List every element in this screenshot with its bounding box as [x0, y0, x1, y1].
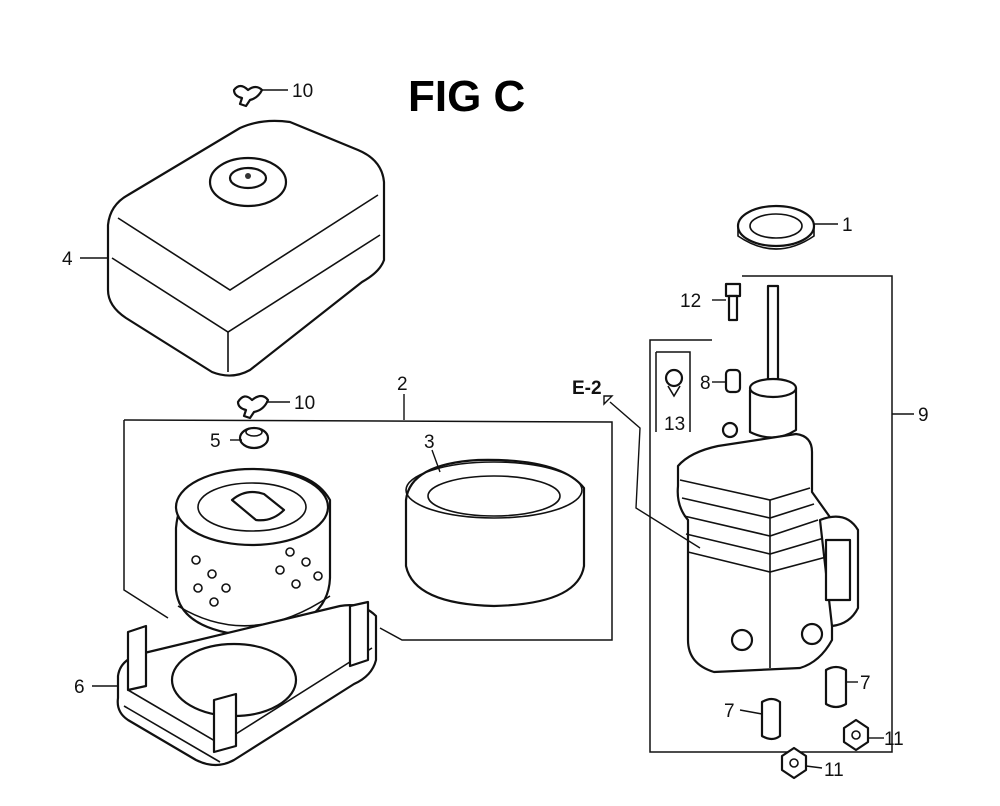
part-7-stud-upper: [824, 665, 848, 709]
air-cleaner-case: [676, 432, 860, 674]
callout-10-lower: 10: [294, 393, 315, 414]
figure-title: FIG C: [408, 72, 525, 121]
part-3-foam-filter: [404, 458, 586, 608]
callout-7-upper: 7: [860, 673, 871, 694]
breather-tube: [721, 284, 798, 439]
leader-lines: [80, 89, 914, 769]
air-cleaner-element: [174, 467, 332, 638]
callout-11-upper: 11: [884, 729, 904, 750]
part-5-grommet: [238, 426, 270, 450]
part-10-wing-nut-lower: [236, 394, 270, 420]
callout-1: 1: [842, 215, 853, 236]
callout-9: 9: [918, 405, 929, 426]
callout-13: 13: [664, 414, 685, 435]
callout-8: 8: [700, 373, 711, 394]
part-12-bolt: [724, 282, 742, 322]
part-13-group-bracket: [655, 351, 691, 432]
callout-12: 12: [680, 291, 701, 312]
part-11-nut-lower: [780, 746, 808, 780]
callout-6: 6: [74, 677, 85, 698]
part-7-stud-lower: [760, 697, 782, 741]
part-8-collar: [724, 368, 742, 394]
callout-5: 5: [210, 431, 221, 452]
part-2-group-bracket: [123, 419, 613, 641]
part-9-group-bracket: [649, 275, 893, 753]
part-10-wing-nut-top: [232, 84, 264, 108]
part-13-clip: [664, 368, 684, 398]
part-4-air-cleaner-cover: [106, 119, 386, 377]
callout-3: 3: [424, 432, 435, 453]
callout-10-top: 10: [292, 81, 313, 102]
part-1-gasket: [736, 204, 816, 250]
callout-4: 4: [62, 249, 73, 270]
part-11-nut-upper: [842, 718, 870, 752]
callout-7-lower: 7: [724, 701, 735, 722]
callout-11-lower: 11: [824, 760, 844, 781]
callout-2: 2: [397, 374, 408, 395]
reference-e2: E-2: [572, 378, 602, 399]
part-6-air-cleaner-base: [116, 600, 378, 767]
